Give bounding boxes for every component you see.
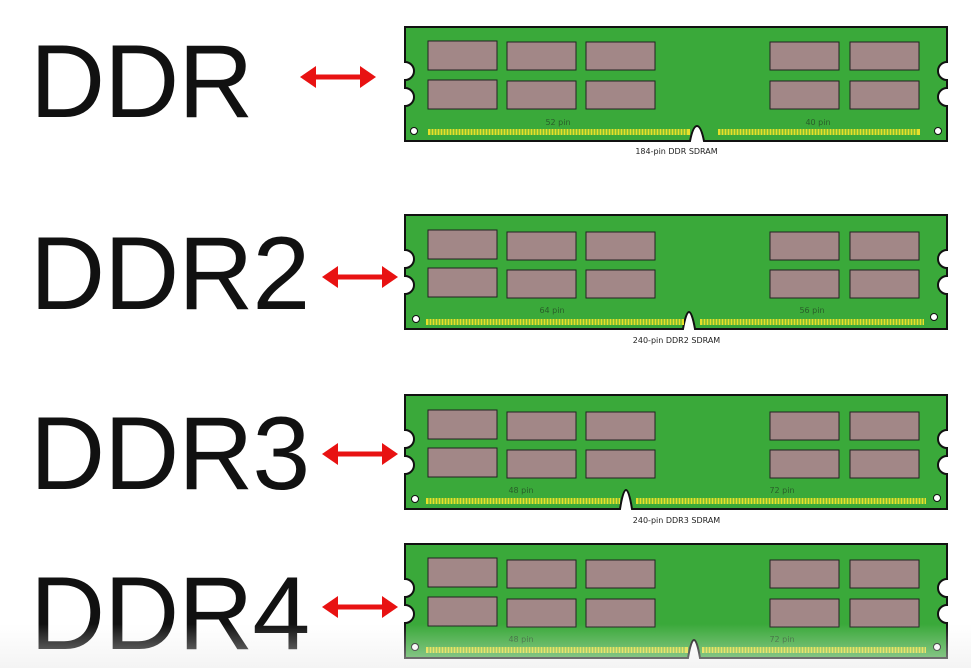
module-type-label: DDR3 — [30, 396, 310, 512]
module-caption: 240-pin DDR2 SDRAM — [632, 336, 721, 345]
right-pin-count: 72 pin — [769, 486, 794, 495]
ram-module-diagram: 64 pin 56 pin — [404, 214, 948, 330]
module-type-label: DDR2 — [30, 216, 310, 332]
pin-strip-right — [702, 647, 926, 653]
left-pin-count: 64 pin — [539, 306, 564, 315]
mounting-hole-left — [412, 315, 420, 323]
double-arrow-icon — [322, 266, 398, 288]
right-pin-count: 72 pin — [769, 635, 794, 644]
pin-strip-left — [426, 498, 620, 504]
mounting-hole-right — [933, 643, 941, 651]
mounting-hole-right — [934, 127, 942, 135]
memory-chips — [427, 229, 920, 299]
double-arrow-icon — [322, 443, 398, 465]
pin-strip-right — [700, 319, 924, 325]
left-pin-count: 48 pin — [508, 635, 533, 644]
module-caption: 184-pin DDR SDRAM — [635, 147, 718, 156]
right-pin-count: 56 pin — [799, 306, 824, 315]
mounting-hole-right — [933, 494, 941, 502]
memory-chips — [427, 409, 920, 479]
ram-module-diagram: 48 pin 72 pin — [404, 394, 948, 510]
mounting-hole-right — [930, 313, 938, 321]
pin-strip-right — [636, 498, 926, 504]
ram-module-diagram: 48 pin 72 pin — [404, 543, 948, 659]
mounting-hole-left — [411, 495, 419, 503]
memory-chips — [427, 40, 920, 110]
module-caption: 240-pin DDR3 SDRAM — [632, 516, 721, 525]
module-type-label: DDR4 — [30, 556, 310, 672]
pin-strip-left — [428, 129, 690, 135]
ram-module-diagram: 52 pin 40 pin — [404, 26, 948, 142]
double-arrow-icon — [322, 596, 398, 618]
left-pin-count: 48 pin — [508, 486, 533, 495]
right-pin-count: 40 pin — [805, 118, 830, 127]
module-type-label: DDR — [30, 24, 253, 140]
mounting-hole-left — [411, 643, 419, 651]
double-arrow-icon — [300, 66, 376, 88]
mounting-hole-left — [410, 127, 418, 135]
pin-strip-right — [718, 129, 920, 135]
left-pin-count: 52 pin — [545, 118, 570, 127]
memory-chips — [427, 557, 920, 628]
